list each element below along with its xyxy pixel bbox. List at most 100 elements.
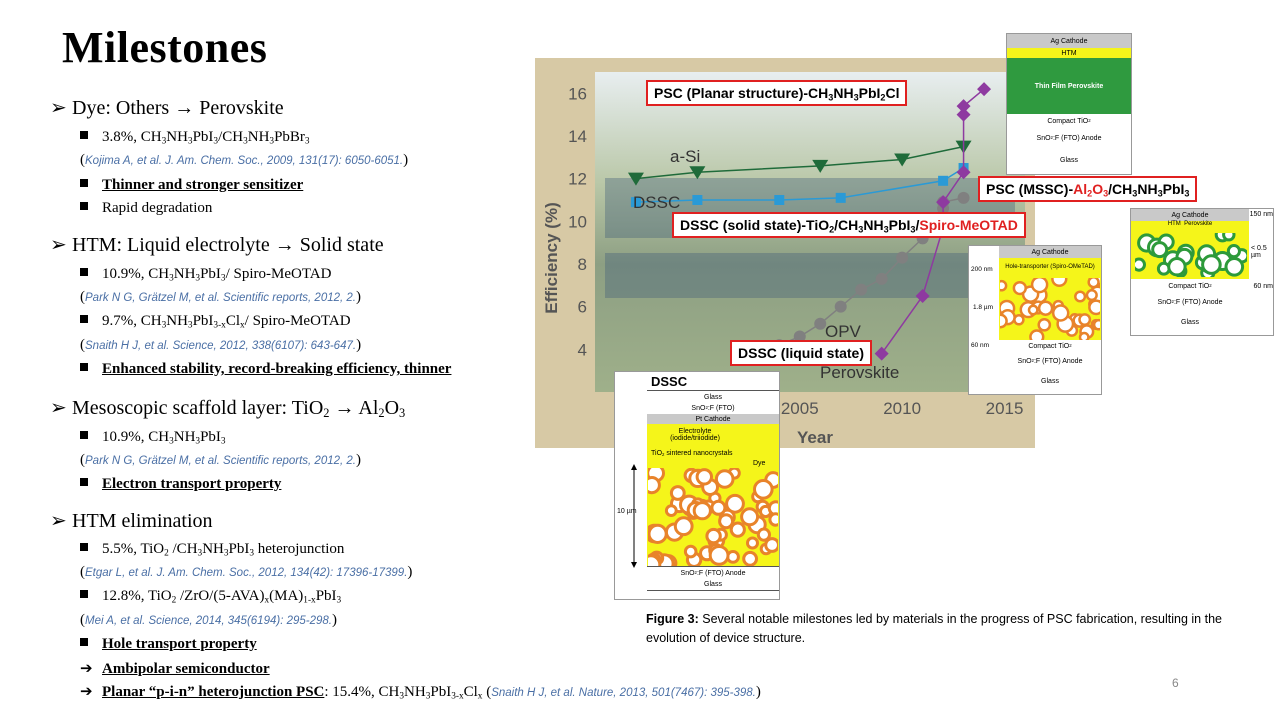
page-title: Milestones — [62, 23, 268, 72]
reference: (Park N G, Grätzel M, et al. Scientific … — [80, 289, 361, 305]
data-point — [874, 346, 889, 361]
particle — [1078, 313, 1092, 327]
data-point — [793, 330, 806, 343]
data-point — [875, 272, 888, 285]
data-point — [957, 191, 970, 204]
y-tick-label: 14 — [568, 127, 587, 146]
particle — [1222, 233, 1236, 242]
x-tick-label: 2015 — [986, 399, 1024, 418]
particle — [648, 476, 661, 495]
data-point — [689, 166, 706, 180]
data-point — [855, 283, 868, 296]
particle — [692, 501, 712, 521]
square-bullet-icon — [80, 478, 88, 486]
data-point — [936, 195, 951, 210]
particle — [764, 537, 778, 553]
list-item: Thinner and stronger sensitizer — [80, 177, 303, 194]
square-bullet-icon — [80, 638, 88, 646]
y-tick-label: 10 — [568, 212, 587, 231]
y-tick-label: 8 — [578, 255, 587, 274]
scaffold-pattern — [1135, 233, 1247, 277]
particle — [1224, 257, 1245, 277]
arrow-bullet-icon: ➢ — [50, 510, 67, 532]
series-label-perovskite: Perovskite — [820, 363, 899, 382]
data-point — [627, 172, 644, 186]
particle — [648, 554, 662, 566]
reference: (Snaith H J, et al. Science, 2012, 338(6… — [80, 337, 362, 353]
bullet-scaffold: ➢Mesoscopic scaffold layer: TiO2 → Al2O3 — [50, 397, 406, 421]
list-item: Rapid degradation — [80, 200, 212, 217]
arrow-right-icon: → — [174, 97, 195, 119]
list-item: 12.8%, TiO2 /ZrO/(5-AVA)x(MA)1-xPbI3 — [80, 588, 341, 605]
page-number: 6 — [1172, 676, 1179, 690]
list-item: ➔Planar “p-i-n” heterojunction PSC: 15.4… — [80, 684, 761, 702]
arrow-right-icon: → — [274, 234, 295, 256]
list-item: ➔Ambipolar semiconductor — [80, 661, 270, 677]
y-tick-label: 4 — [578, 340, 587, 359]
particle — [1085, 289, 1098, 302]
particle — [1092, 318, 1100, 331]
square-bullet-icon — [80, 202, 88, 210]
particle — [756, 527, 772, 542]
data-point — [896, 251, 909, 264]
particle — [746, 536, 759, 550]
series-label-opv: OPV — [825, 322, 862, 341]
data-point — [938, 175, 949, 186]
y-tick-label: 6 — [578, 298, 587, 317]
square-bullet-icon — [80, 543, 88, 551]
particle — [725, 493, 745, 514]
square-bullet-icon — [80, 268, 88, 276]
bullet-dye: ➢Dye: Others → Perovskite — [50, 97, 284, 119]
arrow-right-icon: → — [334, 397, 355, 419]
bullet-htm-elimination: ➢HTM elimination — [50, 510, 213, 532]
list-item: Electron transport property — [80, 476, 281, 493]
particle — [1087, 278, 1100, 289]
particle — [1027, 304, 1039, 316]
particle — [1000, 279, 1008, 292]
data-point — [814, 317, 827, 330]
x-axis-label: Year — [797, 428, 833, 447]
bullet-htm: ➢HTM: Liquid electrolyte → Solid state — [50, 234, 384, 256]
arrow-right-icon: ➔ — [80, 684, 93, 700]
particle — [1074, 290, 1087, 303]
x-tick-label: 2010 — [883, 399, 921, 418]
list-item: 10.9%, CH3NH3PbI3/ Spiro-MeOTAD — [80, 266, 331, 283]
diagram-solid-dssc: Ag Cathode Hole-transporter (Spiro-OMeTA… — [968, 245, 1102, 395]
arrow-right-icon: ➔ — [80, 661, 93, 677]
particle — [1012, 280, 1027, 296]
data-point — [977, 82, 992, 97]
particle — [1037, 300, 1054, 316]
label-psc-mssc: PSC (MSSC)-Al2O3/CH3NH3PbI3 — [978, 176, 1198, 202]
data-point — [956, 99, 971, 114]
data-point — [774, 195, 785, 205]
particle — [648, 523, 668, 544]
particle — [683, 544, 698, 559]
particle — [1078, 331, 1090, 340]
data-point — [915, 289, 930, 303]
y-tick-label: 16 — [568, 84, 587, 103]
series-label-dssc: DSSC — [633, 193, 680, 212]
tio2-nanocrystals — [648, 468, 778, 566]
particle — [673, 516, 694, 537]
label-dssc-liquid: DSSC (liquid state) — [730, 340, 873, 366]
particle — [718, 513, 735, 530]
reference: (Etgar L, et al. J. Am. Chem. Soc., 2012… — [80, 564, 413, 580]
y-tick-label: 12 — [568, 170, 587, 189]
figure-caption: Figure 3: Several notable milestones led… — [646, 612, 1222, 645]
reference: (Park N G, Grätzel M, et al. Scientific … — [80, 452, 361, 468]
particle — [1088, 299, 1100, 316]
particle — [1167, 257, 1187, 277]
list-item: 3.8%, CH3NH3PbI3/CH3NH3PbBr3 — [80, 129, 310, 146]
particle — [753, 478, 774, 500]
reference: (Kojima A, et al. J. Am. Chem. Soc., 200… — [80, 152, 409, 168]
particle — [1051, 278, 1068, 288]
arrow-bullet-icon: ➢ — [50, 97, 67, 119]
list-item: Hole transport property — [80, 636, 257, 653]
particle — [1029, 329, 1045, 340]
particle — [1226, 244, 1242, 259]
particle — [1037, 317, 1052, 332]
diagram-planar: Ag Cathode HTM Thin Film Perovskite Comp… — [1006, 33, 1132, 175]
square-bullet-icon — [80, 590, 88, 598]
